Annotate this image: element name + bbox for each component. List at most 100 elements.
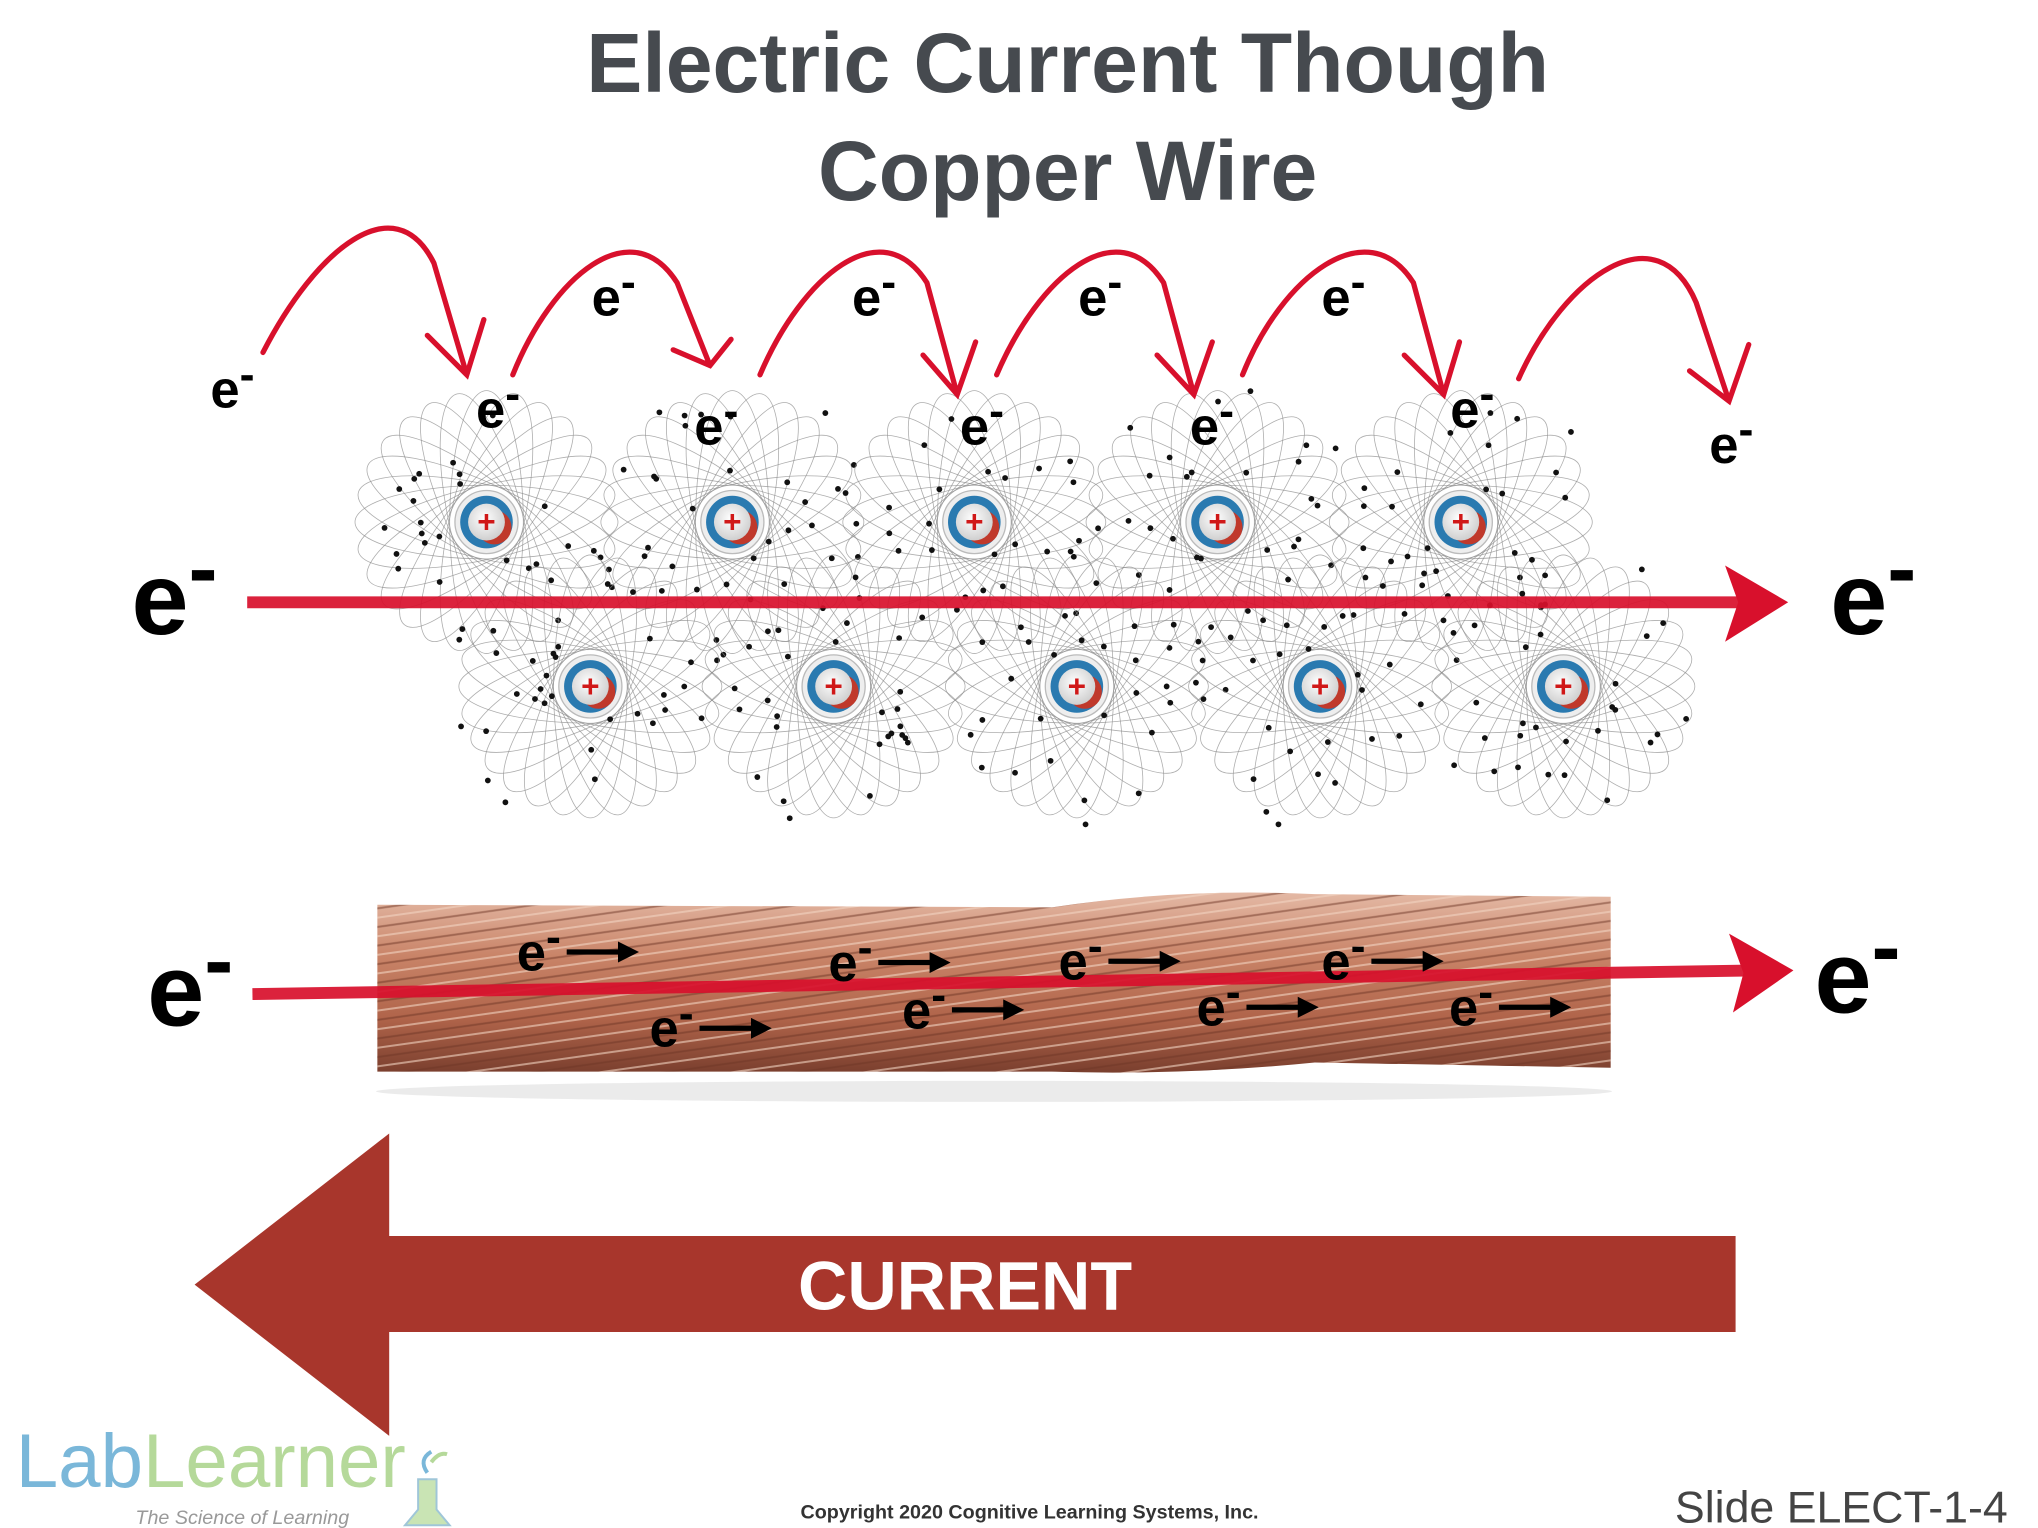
wire-electron-label: e- <box>1321 922 1365 991</box>
orbiting-electron <box>502 799 509 806</box>
orbiting-electron <box>456 471 463 478</box>
electron-label: e- <box>1321 258 1365 327</box>
positive-charge-icon: + <box>1554 668 1572 704</box>
electron-orbit <box>956 620 1197 753</box>
orbiting-electron <box>1078 637 1085 644</box>
orbiting-electron <box>991 551 998 558</box>
orbiting-electron <box>1067 548 1074 555</box>
orbiting-electron <box>1332 780 1338 786</box>
orbiting-electron <box>694 586 700 593</box>
nucleus <box>1199 503 1236 541</box>
orbiting-electron <box>904 739 911 746</box>
electron-orbit <box>543 557 638 816</box>
electron-orbit <box>1331 475 1590 569</box>
electron-orbit <box>1191 639 1449 734</box>
orbiting-electron <box>1070 479 1077 486</box>
orbiting-electron <box>1511 549 1518 556</box>
electron-orbit <box>399 416 574 628</box>
orbiting-electron <box>754 774 761 780</box>
electron-orbit <box>786 557 881 816</box>
nucleus <box>468 503 505 541</box>
orbiting-electron <box>457 481 464 487</box>
orbiting-electron <box>1265 724 1272 731</box>
orbiting-electron <box>765 628 771 635</box>
orbiting-electron <box>503 557 510 564</box>
nucleus <box>815 668 853 705</box>
orbiting-electron <box>1542 572 1548 579</box>
electron-orbit <box>612 455 853 589</box>
orbiting-electron <box>985 468 991 475</box>
electron-orbit <box>523 566 657 807</box>
electron-orbit <box>845 475 1104 569</box>
electron-label: e- <box>476 370 520 439</box>
orbiting-electron <box>555 643 562 650</box>
electron-orbit <box>1476 580 1651 793</box>
orbiting-electron <box>1295 536 1302 543</box>
orbiting-electron <box>513 691 520 697</box>
electron-label: e- <box>960 387 1004 456</box>
orbiting-electron <box>646 635 653 642</box>
orbiting-electron <box>1047 757 1054 764</box>
orbiting-electron <box>1305 646 1312 652</box>
electron-orbit <box>449 390 524 654</box>
copper-atom: + <box>458 547 727 819</box>
orbiting-electron <box>588 746 595 753</box>
orbiting-electron <box>785 527 792 534</box>
orbiting-electron <box>1275 821 1282 828</box>
orbiting-electron <box>1485 442 1492 449</box>
logo-lab: Lab <box>16 1419 143 1504</box>
orbiting-electron <box>1361 485 1368 492</box>
orbiting-electron <box>1451 762 1458 769</box>
orbiting-electron <box>852 574 859 581</box>
hop-electron-labels: e-e-e-e-e-e-e-e-e-e-e- <box>210 258 1753 475</box>
orbiting-electron <box>532 696 538 702</box>
electron-orbit <box>458 649 723 724</box>
orbiting-electron <box>897 723 904 730</box>
electron-orbit <box>907 402 1041 642</box>
orbiting-electron <box>645 544 651 551</box>
orbiting-electron <box>1170 621 1177 628</box>
electron-orbit <box>927 393 1021 651</box>
orbiting-electron <box>886 530 893 537</box>
orbiting-electron <box>548 577 555 584</box>
electron-orbit <box>1200 620 1441 753</box>
copper-atom: + <box>1328 390 1593 654</box>
electron-orbit <box>704 639 963 734</box>
copper-atom: + <box>597 390 865 664</box>
orbiting-electron <box>1609 704 1616 710</box>
orbiting-electron <box>641 553 648 560</box>
orbiting-electron <box>1125 517 1132 524</box>
orbiting-electron <box>886 504 892 511</box>
electron-orbit <box>1373 416 1549 628</box>
orbiting-electron <box>1193 679 1199 686</box>
orbiting-electron <box>1183 473 1190 480</box>
positive-charge-icon: + <box>1452 504 1470 540</box>
orbiting-electron <box>765 538 772 545</box>
nucleus <box>955 503 993 541</box>
nucleus <box>1301 668 1339 705</box>
positive-charge-icon: + <box>477 504 495 540</box>
orbiting-electron <box>651 473 657 480</box>
orbiting-electron <box>731 685 738 692</box>
electron-orbit <box>399 416 574 628</box>
orbiting-electron <box>1386 661 1393 668</box>
electron-orbit <box>695 390 770 654</box>
orbiting-electron <box>1166 454 1173 461</box>
electron-label: e- <box>1709 405 1753 474</box>
electron-orbit <box>1170 393 1265 651</box>
orbiting-electron <box>1389 503 1395 510</box>
electron-label-right-wire: e- <box>1814 899 1900 1035</box>
orbiting-electron <box>552 654 559 661</box>
svg-text:LabLearner: LabLearner <box>16 1419 406 1504</box>
orbiting-electron <box>1149 729 1155 736</box>
orbiting-electron <box>396 486 403 492</box>
orbiting-electron <box>1473 699 1480 706</box>
copper-atom: + <box>1067 388 1350 654</box>
orbiting-electron <box>1517 574 1523 581</box>
orbiting-electron <box>999 583 1006 590</box>
copper-atom-lattice: ++++++++++ <box>354 388 1696 828</box>
wire-electron-label: e- <box>1449 968 1493 1037</box>
electron-orbit <box>1476 580 1651 793</box>
end-electron-labels: e-e-e-e- <box>131 520 1916 1048</box>
orbiting-electron <box>604 581 611 587</box>
